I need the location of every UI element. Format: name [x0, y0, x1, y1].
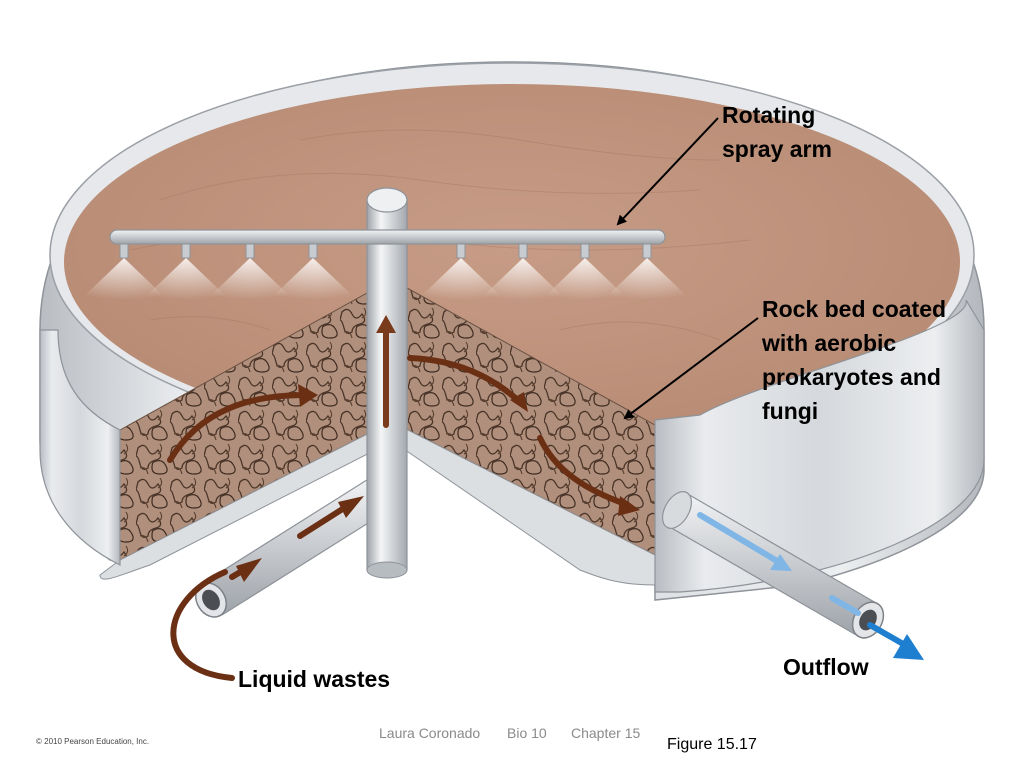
outflow-arrow-exit: [867, 622, 908, 648]
footer-course: Bio 10: [507, 725, 547, 741]
copyright-notice: © 2010 Pearson Education, Inc.: [36, 737, 150, 746]
nozzle: [541, 243, 629, 300]
spray-arm-leader-line: [616, 117, 719, 226]
arrowhead: [770, 554, 792, 571]
arrowhead: [338, 496, 364, 518]
label-outflow: Outflow: [783, 654, 869, 680]
flow-arrowheads: [236, 315, 640, 582]
flow-arrows: [167, 322, 631, 681]
nozzle: [479, 243, 567, 300]
label-rotating-spray-arm: Rotating spray arm: [722, 102, 832, 162]
outflow-arrow-in-pipe-2: [829, 595, 861, 616]
nozzle: [142, 243, 230, 300]
label-rock-bed: Rock bed coated with aerobic prokaryotes…: [762, 296, 947, 424]
nozzle: [417, 243, 505, 300]
arrowhead: [893, 634, 924, 660]
footer-author: Laura Coronado: [379, 725, 481, 741]
outflow-arrows: [697, 512, 924, 660]
footer-chapter: Chapter 15: [571, 725, 641, 741]
nozzle: [80, 243, 168, 300]
flow-arrow-left-bed: [167, 392, 308, 463]
arrowhead: [510, 392, 528, 412]
figure-number: Figure 15.17: [667, 736, 757, 753]
tank-wall-left-end: [39, 329, 121, 566]
rock-bed-leader-line: [623, 317, 759, 420]
nozzle: [269, 243, 357, 300]
spray-arm: [109, 229, 666, 245]
tank-front-wall-left: [99, 424, 386, 580]
arrowhead: [298, 384, 318, 407]
nozzle: [603, 243, 691, 300]
outflow-arrow-in-pipe-1: [697, 512, 785, 567]
arrowhead: [376, 315, 396, 333]
nozzle: [206, 243, 294, 300]
label-liquid-wastes: Liquid wastes: [238, 666, 391, 692]
flow-arrow-right-bed-lower: [537, 435, 631, 508]
flow-arrow-inlet-curve: [170, 569, 235, 681]
arrowhead: [236, 558, 262, 582]
spray-nozzles: [80, 243, 691, 300]
arrowhead: [618, 496, 640, 516]
flow-arrow-right-bed-upper: [407, 355, 523, 405]
